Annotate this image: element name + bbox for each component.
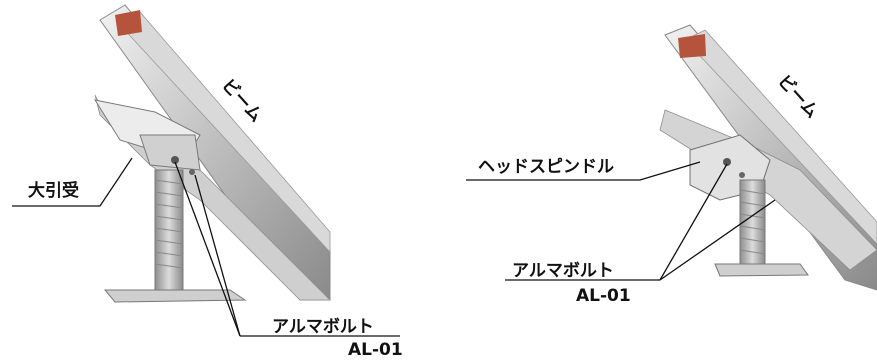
left-bolt-1: [171, 156, 179, 164]
right-bolt-label: アルマボルト: [512, 261, 614, 281]
left-bolt-2: [189, 169, 195, 175]
left-bolt-code: AL-01: [348, 340, 403, 360]
right-leader-lines: [466, 161, 776, 281]
left-beam: [94, 4, 331, 301]
right-head-spindle: [689, 134, 809, 277]
left-base-plate: [103, 289, 247, 303]
left-screw-jack: [103, 169, 247, 303]
left-bolt-label: アルマボルト: [272, 317, 374, 337]
right-spindle-label: ヘッドスピンドル: [478, 157, 614, 177]
left-leader-lines: [12, 157, 400, 337]
right-bolt-1: [723, 158, 731, 166]
right-bolt-2: [739, 172, 745, 178]
left-support-label: 大引受: [28, 181, 79, 201]
right-bolt-code: AL-01: [576, 286, 631, 306]
left-support-bracket: [93, 99, 201, 171]
right-beam-end-cap: [678, 34, 706, 58]
beam-end-cap: [115, 10, 142, 36]
